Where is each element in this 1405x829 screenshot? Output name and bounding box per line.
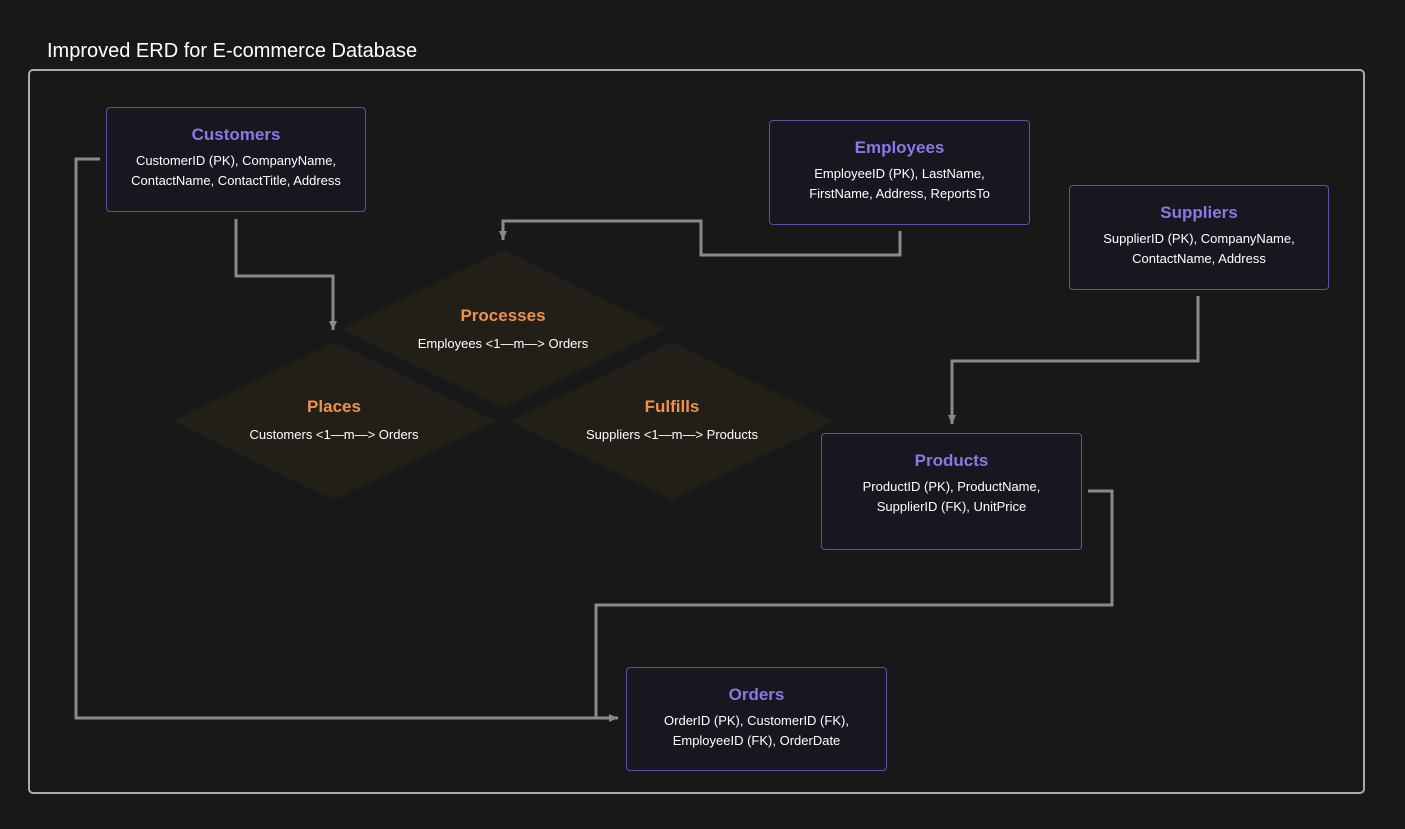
- relationship-cardinality: Suppliers <1—m—> Products: [586, 427, 758, 442]
- attribute-line: EmployeeID (PK), LastName,: [814, 166, 985, 181]
- attribute-line: ContactName, Address: [1132, 251, 1266, 266]
- entity-name: Suppliers: [1160, 203, 1238, 222]
- entity-attributes: ProductID (PK), ProductName, SupplierID …: [822, 477, 1081, 517]
- diagram-frame: [28, 69, 1365, 794]
- places-relationship: Places Customers <1—m—> Orders: [184, 397, 484, 442]
- relationship-cardinality: Employees <1—m—> Orders: [417, 336, 589, 351]
- connector-customers-places: [234, 219, 337, 330]
- entity-attributes: OrderID (PK), CustomerID (FK), EmployeeI…: [627, 711, 886, 751]
- connector-employees-processes: [499, 219, 902, 257]
- entity-name: Employees: [854, 138, 945, 157]
- attribute-line: EmployeeID (FK), OrderDate: [672, 733, 841, 748]
- relationship-cardinality: Customers <1—m—> Orders: [249, 427, 419, 442]
- processes-relationship: Processes Employees <1—m—> Orders: [353, 306, 653, 351]
- attribute-line: FirstName, Address, ReportsTo: [809, 186, 990, 201]
- attribute-line: CustomerID (PK), CompanyName,: [135, 153, 337, 168]
- customers-entity[interactable]: Customers CustomerID (PK), CompanyName, …: [106, 107, 366, 212]
- connector-suppliers-products: [948, 296, 1200, 424]
- attribute-line: SupplierID (FK), UnitPrice: [876, 499, 1027, 514]
- attribute-line: SupplierID (PK), CompanyName,: [1103, 231, 1295, 246]
- entity-attributes: SupplierID (PK), CompanyName, ContactNam…: [1070, 229, 1328, 269]
- attribute-line: ContactName, ContactTitle, Address: [131, 173, 341, 188]
- connector-customers-orders: [74, 157, 618, 722]
- entity-name: Customers: [191, 125, 281, 144]
- entity-name: Products: [914, 451, 989, 470]
- orders-entity[interactable]: Orders OrderID (PK), CustomerID (FK), Em…: [626, 667, 887, 771]
- relationship-name: Fulfills: [644, 397, 700, 416]
- entity-name: Orders: [728, 685, 785, 704]
- fulfills-relationship: Fulfills Suppliers <1—m—> Products: [522, 397, 822, 442]
- employees-entity[interactable]: Employees EmployeeID (PK), LastName, Fir…: [769, 120, 1030, 225]
- relationship-name: Processes: [460, 306, 546, 325]
- connector-products-orders: [594, 489, 1114, 718]
- suppliers-entity[interactable]: Suppliers SupplierID (PK), CompanyName, …: [1069, 185, 1329, 290]
- diagram-title: Improved ERD for E-commerce Database: [47, 40, 418, 62]
- attribute-line: OrderID (PK), CustomerID (FK),: [664, 713, 849, 728]
- entity-attributes: EmployeeID (PK), LastName, FirstName, Ad…: [770, 164, 1029, 204]
- attribute-line: ProductID (PK), ProductName,: [862, 479, 1041, 494]
- products-entity[interactable]: Products ProductID (PK), ProductName, Su…: [821, 433, 1082, 550]
- entity-attributes: CustomerID (PK), CompanyName, ContactNam…: [107, 151, 365, 191]
- relationship-name: Places: [307, 397, 361, 416]
